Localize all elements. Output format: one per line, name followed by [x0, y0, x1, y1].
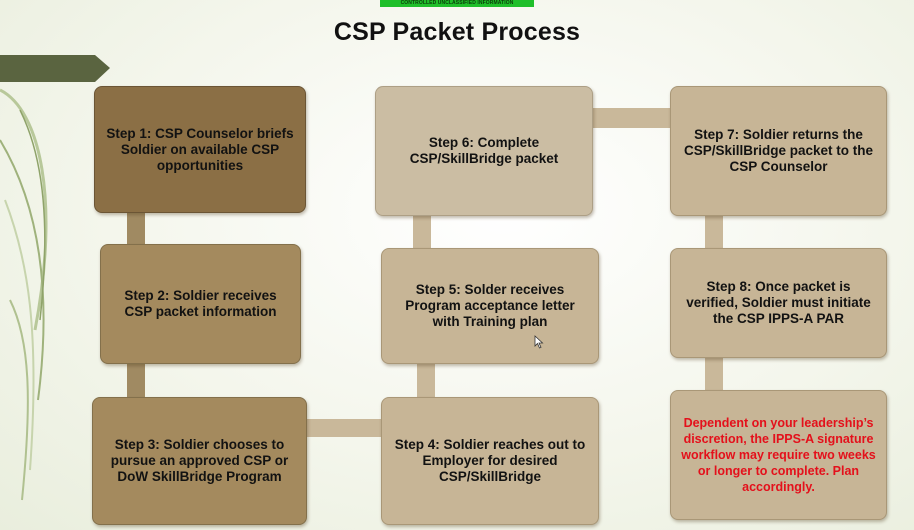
decorative-stems	[0, 55, 110, 501]
classification-banner: CONTROLLED UNCLASSIFIED INFORMATION	[380, 0, 534, 7]
step-3-box: Step 3: Soldier chooses to pursue an app…	[92, 397, 307, 525]
step-1-box: Step 1: CSP Counselor briefs Soldier on …	[94, 86, 306, 213]
connector-5-6	[413, 214, 431, 250]
connector-4-5	[417, 362, 435, 400]
step-4-box: Step 4: Soldier reaches out to Employer …	[381, 397, 599, 525]
step-7-box: Step 7: Soldier returns the CSP/SkillBri…	[670, 86, 887, 216]
connector-2-3	[127, 362, 145, 400]
warning-note: Dependent on your leadership’s discretio…	[670, 390, 887, 520]
connector-6-7	[592, 108, 672, 128]
connector-8-note	[705, 356, 723, 392]
connector-1-2	[127, 212, 145, 246]
step-2-box: Step 2: Soldier receives CSP packet info…	[100, 244, 301, 364]
step-8-box: Step 8: Once packet is verified, Soldier…	[670, 248, 887, 358]
connector-3-4	[307, 419, 383, 437]
step-5-box: Step 5: Solder receives Program acceptan…	[381, 248, 599, 364]
connector-7-8	[705, 214, 723, 250]
step-6-box: Step 6: Complete CSP/SkillBridge packet	[375, 86, 593, 216]
page-title: CSP Packet Process	[333, 18, 581, 46]
arrow-pointer-icon	[534, 335, 544, 349]
